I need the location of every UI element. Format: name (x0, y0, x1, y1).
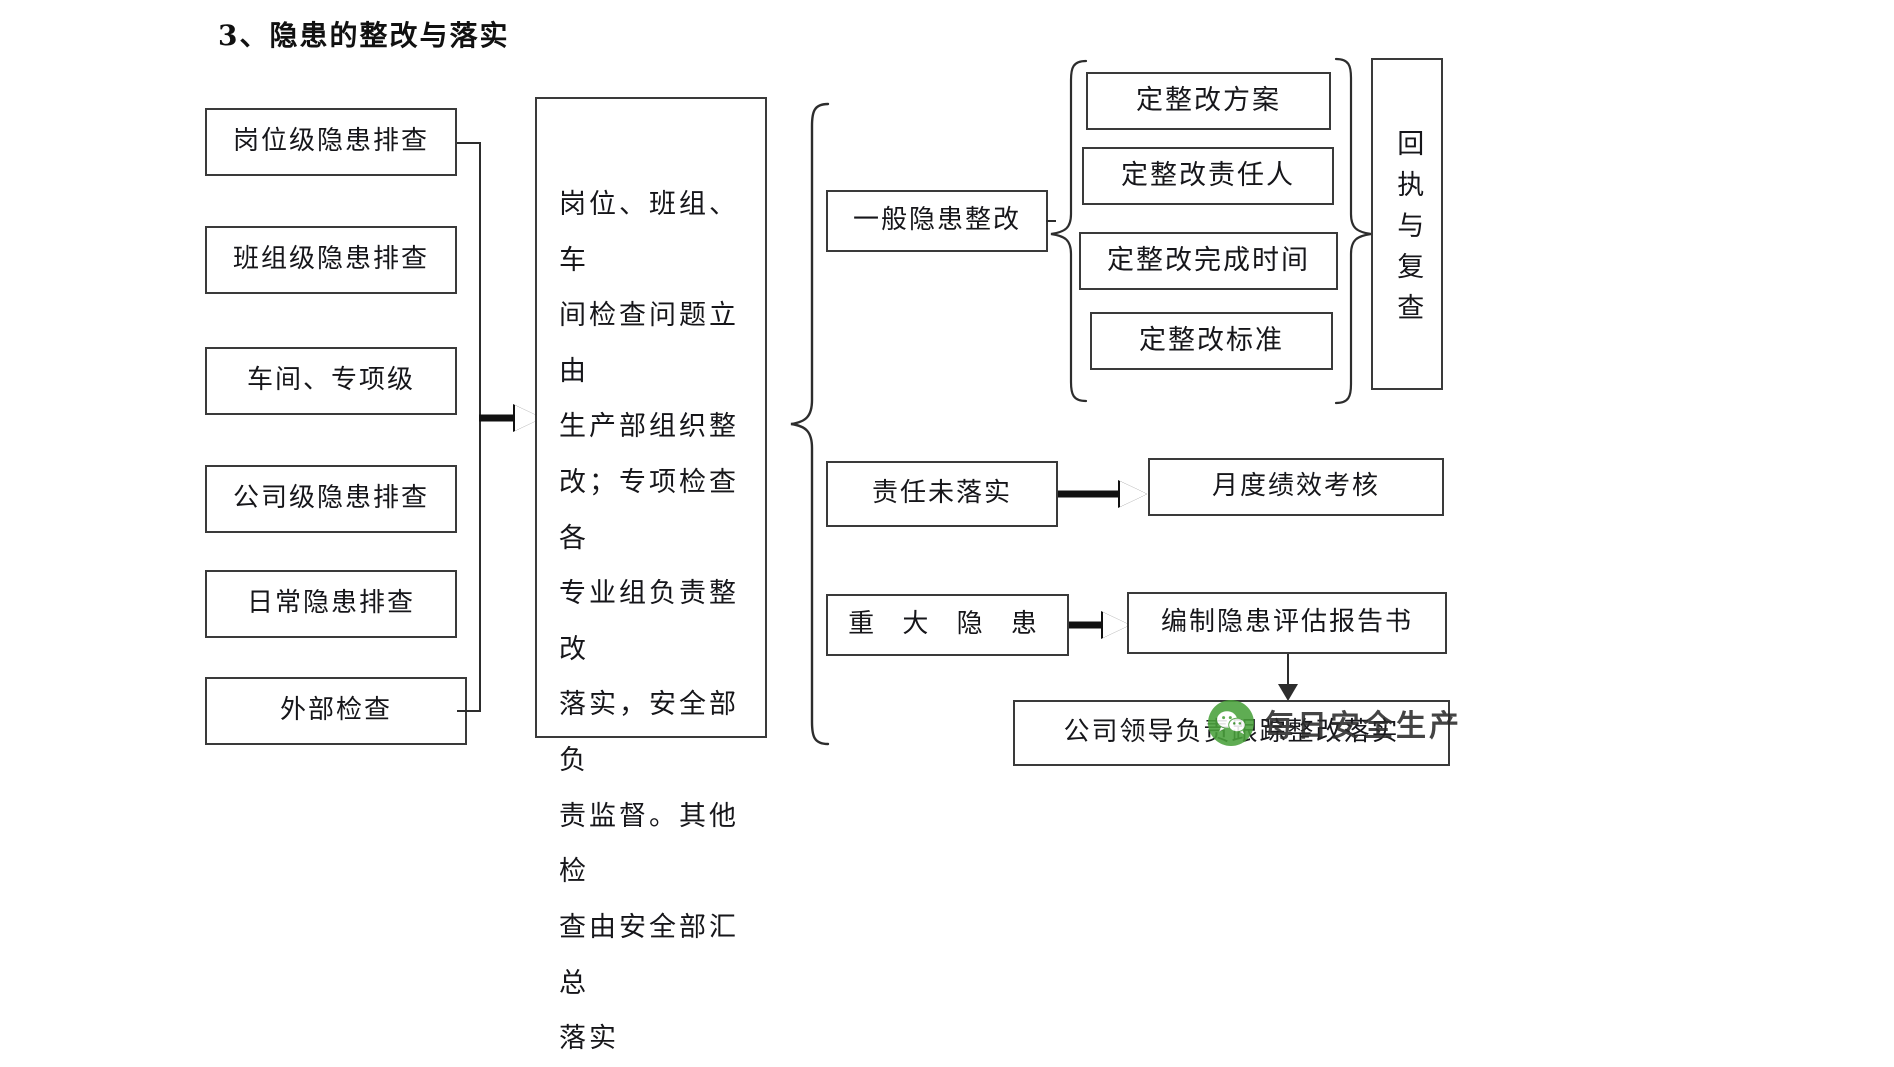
flowchart-canvas: 3、隐患的整改与落实 岗位级隐患排查 班组级隐患排查 车间、专项级 公司级隐患排… (205, 19, 1459, 1054)
left-stub-6 (457, 710, 481, 712)
general-rectification-box[interactable]: 一般隐患整改 (826, 190, 1048, 252)
center-line-4: 改；专项检查各 (559, 467, 739, 554)
monthly-kpi-box[interactable]: 月度绩效考核 (1148, 458, 1444, 516)
page-title: 3、隐患的整改与落实 (218, 19, 510, 52)
sub-items-curly-brace (1050, 59, 1088, 403)
left-item-company-level[interactable]: 公司级隐患排查 (205, 465, 457, 533)
sub-item-standard[interactable]: 定整改标准 (1090, 312, 1333, 370)
center-line-5: 专业组负责整改 (559, 578, 739, 665)
left-item-team-level[interactable]: 班组级隐患排查 (205, 226, 457, 294)
leader-followup-box[interactable]: 公司领导负责跟踪整改落实 (1013, 700, 1450, 766)
main-curly-brace (790, 102, 830, 746)
sub-item-owner[interactable]: 定整改责任人 (1082, 147, 1334, 205)
hazard-assessment-report-box[interactable]: 编制隐患评估报告书 (1127, 592, 1447, 654)
responsibility-unfulfilled-box[interactable]: 责任未落实 (826, 461, 1058, 527)
arrow-down-head (1278, 684, 1298, 701)
left-item-daily[interactable]: 日常隐患排查 (205, 570, 457, 638)
center-line-2: 间检查问题立由 (559, 300, 739, 387)
center-line-7: 责监督。其他检 (559, 800, 739, 888)
center-line-9: 落实 (559, 1023, 619, 1055)
left-bracket-spine (479, 142, 481, 712)
sub-item-plan[interactable]: 定整改方案 (1086, 72, 1331, 130)
left-item-workshop-level[interactable]: 车间、专项级 (205, 347, 457, 415)
left-item-external[interactable]: 外部检查 (205, 677, 467, 745)
general-to-brace-connector (1046, 220, 1056, 222)
sub-item-deadline[interactable]: 定整改完成时间 (1079, 232, 1338, 290)
center-line-3: 生产部组织整 (559, 411, 739, 443)
center-line-1: 岗位、班组、车 (559, 189, 739, 276)
report-to-leader-line (1287, 654, 1289, 688)
left-item-post-level[interactable]: 岗位级隐患排查 (205, 108, 457, 176)
center-line-8: 查由安全部汇总 (559, 911, 739, 999)
center-process-box[interactable]: 岗位、班组、车 间检查问题立由 生产部组织整 改；专项检查各 专业组负责整改 落… (535, 97, 767, 1054)
major-hazard-box[interactable]: 重 大 隐 患 (826, 594, 1069, 656)
left-stub-1 (457, 142, 481, 144)
receipt-and-review-box[interactable]: 回执与复查 (1371, 58, 1443, 390)
receipt-curly-brace (1334, 57, 1372, 405)
center-line-6: 落实，安全部负 (559, 689, 739, 777)
